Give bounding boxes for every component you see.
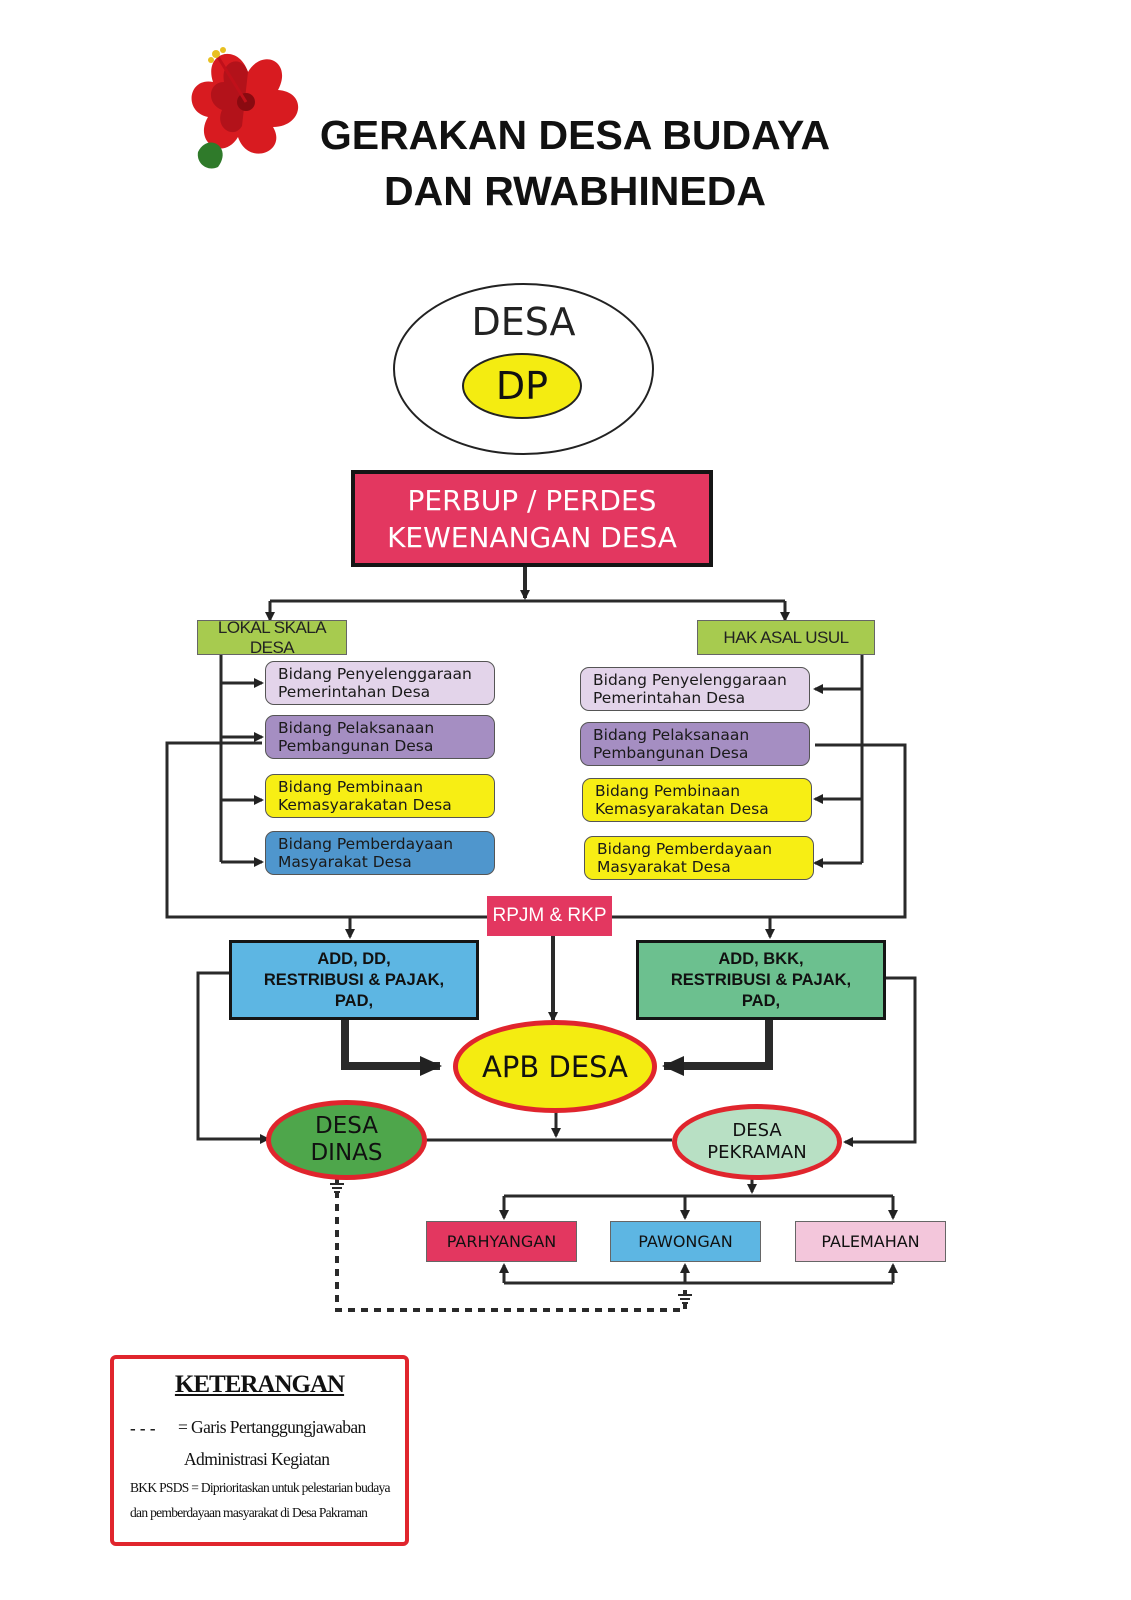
bidang-line2: Masyarakat Desa xyxy=(278,853,412,871)
bidang-line1: Bidang Pemberdayaan xyxy=(597,840,773,858)
page-title-line2: DAN RWABHINEDA xyxy=(384,168,766,214)
desa-pekraman-node: DESA PEKRAMAN xyxy=(672,1104,842,1180)
funding-line3: PAD, xyxy=(334,991,374,1010)
hibiscus-flower-icon xyxy=(178,32,313,177)
right-bidang-pemberdayaan: Bidang Pemberdayaan Masyarakat Desa xyxy=(584,836,814,880)
bidang-line1: Bidang Pelaksanaan xyxy=(593,726,750,744)
desa-pekraman-line1: DESA xyxy=(732,1120,782,1141)
funding-box-right: ADD, BKK, RESTRIBUSI & PAJAK, PAD, xyxy=(636,940,886,1020)
bidang-line2: Pembangunan Desa xyxy=(593,744,749,762)
funding-box-left: ADD, DD, RESTRIBUSI & PAJAK, PAD, xyxy=(229,940,479,1020)
funding-line2: RESTRIBUSI & PAJAK, xyxy=(263,970,445,989)
pillar-pawongan: PAWONGAN xyxy=(610,1221,761,1262)
desa-label: DESA xyxy=(471,300,576,344)
bidang-line1: Bidang Pemberdayaan xyxy=(278,835,454,853)
bidang-line2: Pembangunan Desa xyxy=(278,737,434,755)
legend-dash-line1: = Garis Pertanggungjawaban xyxy=(178,1417,366,1437)
bidang-line2: Pemerintahan Desa xyxy=(278,683,431,701)
left-bidang-pemberdayaan: Bidang Pemberdayaan Masyarakat Desa xyxy=(265,831,495,875)
authority-line2: KEWENANGAN DESA xyxy=(387,520,677,554)
left-bidang-pelaksanaan: Bidang Pelaksanaan Pembangunan Desa xyxy=(265,715,495,759)
desa-dinas-line2: DINAS xyxy=(310,1140,383,1166)
legend-title: KETERANGAN xyxy=(174,1371,345,1398)
dp-badge: DP xyxy=(462,353,582,419)
bidang-line1: Bidang Penyelenggaraan xyxy=(278,665,472,683)
desa-dinas-node: DESA DINAS xyxy=(266,1100,427,1180)
legend-box: KETERANGAN - - - = Garis Pertanggungjawa… xyxy=(110,1355,409,1546)
authority-box: PERBUP / PERDES KEWENANGAN DESA xyxy=(351,470,713,567)
bidang-line2: Masyarakat Desa xyxy=(597,858,731,876)
desa-dinas-line1: DESA xyxy=(314,1113,378,1139)
right-bidang-pembinaan: Bidang Pembinaan Kemasyarakatan Desa xyxy=(582,778,812,822)
funding-line2: RESTRIBUSI & PAJAK, xyxy=(670,970,852,989)
bidang-line1: Bidang Pembinaan xyxy=(278,778,424,796)
funding-line1: ADD, DD, xyxy=(317,949,391,968)
apb-desa-node: APB DESA xyxy=(453,1020,657,1113)
bidang-line2: Kemasyarakatan Desa xyxy=(595,800,769,818)
pillar-parhyangan: PARHYANGAN xyxy=(426,1221,577,1262)
hak-asal-usul-header: HAK ASAL USUL xyxy=(697,620,875,655)
right-bidang-pelaksanaan: Bidang Pelaksanaan Pembangunan Desa xyxy=(580,722,810,766)
funding-line3: PAD, xyxy=(741,991,781,1010)
left-bidang-penyelenggaraan: Bidang Penyelenggaraan Pemerintahan Desa xyxy=(265,661,495,705)
pillar-palemahan: PALEMAHAN xyxy=(795,1221,946,1262)
legend-dash-line2: Administrasi Kegiatan xyxy=(184,1449,330,1469)
bidang-line2: Pemerintahan Desa xyxy=(593,689,746,707)
desa-pekraman-line2: PEKRAMAN xyxy=(707,1142,807,1163)
funding-line1: ADD, BKK, xyxy=(718,949,804,968)
legend-dash-symbol: - - - xyxy=(130,1419,156,1438)
lokal-skala-desa-header: LOKAL SKALA DESA xyxy=(197,618,347,657)
right-bidang-penyelenggaraan: Bidang Penyelenggaraan Pemerintahan Desa xyxy=(580,667,810,711)
page-title-line1: GERAKAN DESA BUDAYA xyxy=(319,112,831,158)
legend-bkk-line2: dan pemberdayaan masyarakat di Desa Pakr… xyxy=(130,1505,368,1520)
authority-line1: PERBUP / PERDES xyxy=(407,483,657,517)
bidang-line1: Bidang Pelaksanaan xyxy=(278,719,435,737)
bidang-line1: Bidang Pembinaan xyxy=(595,782,741,800)
rpjm-rkp-label: RPJM & RKP xyxy=(487,896,612,936)
bidang-line2: Kemasyarakatan Desa xyxy=(278,796,452,814)
bidang-line1: Bidang Penyelenggaraan xyxy=(593,671,787,689)
left-bidang-pembinaan: Bidang Pembinaan Kemasyarakatan Desa xyxy=(265,774,495,818)
legend-bkk-line1: BKK PSDS = Diprioritaskan untuk pelestar… xyxy=(130,1480,391,1495)
